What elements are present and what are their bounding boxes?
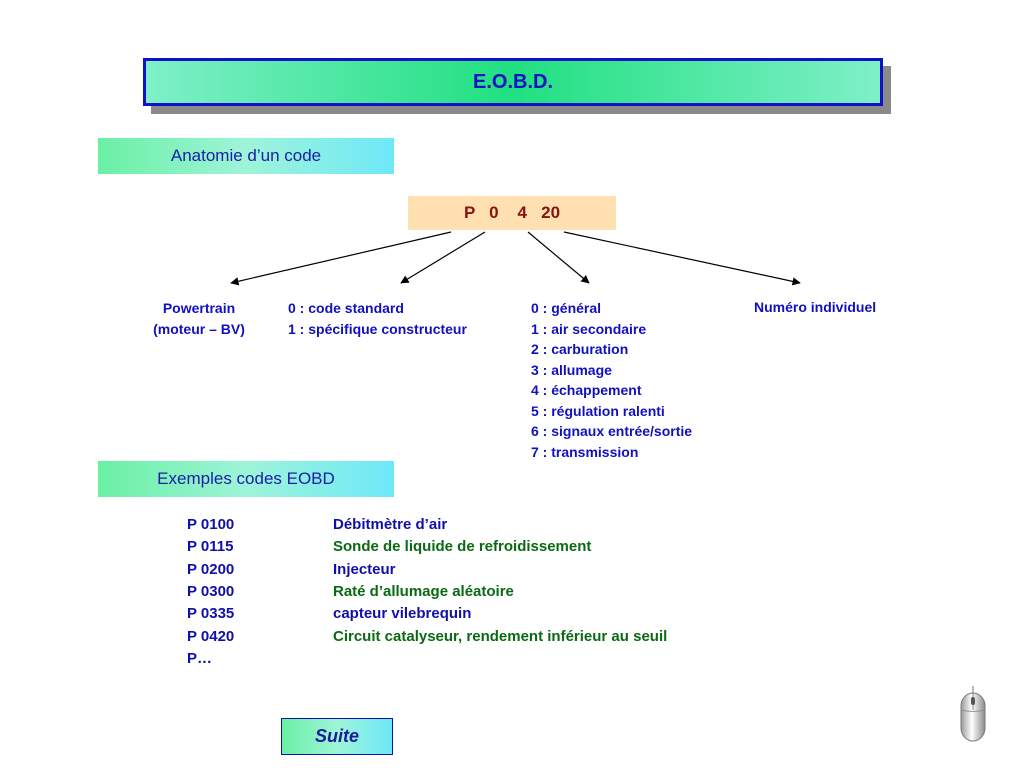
arrow-to-standard bbox=[400, 231, 486, 284]
example-row: P 0200 Injecteur bbox=[187, 559, 887, 581]
powertrain-label: Powertrain (moteur – BV) bbox=[140, 298, 258, 339]
subsystem-item: 6 : signaux entrée/sortie bbox=[531, 423, 693, 439]
section-anatomy-label: Anatomie d’un code bbox=[98, 138, 394, 174]
example-desc: Raté d’allumage aléatoire bbox=[333, 582, 514, 600]
standard-item: 1 : spécifique constructeur bbox=[288, 320, 467, 337]
subsystem-item: 1 : air secondaire bbox=[531, 320, 647, 337]
example-code: P 0335 bbox=[187, 605, 235, 623]
example-code: P… bbox=[187, 649, 213, 667]
example-row: P… bbox=[187, 648, 887, 670]
subsystem-item: 0 : général bbox=[531, 300, 602, 316]
subsystem-item: 3 : allumage bbox=[531, 361, 612, 378]
standard-item: 0 : code standard bbox=[288, 300, 404, 316]
example-code: P 0200 bbox=[187, 560, 235, 578]
arrow-to-subsystem bbox=[527, 231, 590, 284]
example-row: P 0335 capteur vilebrequin bbox=[187, 603, 887, 625]
subsystem-list: 0 : général 1 : air secondaire 2 : carbu… bbox=[531, 298, 692, 462]
example-row: P 0100 Débitmètre d’air bbox=[187, 514, 887, 536]
powertrain-line: (moteur – BV) bbox=[153, 320, 245, 337]
code-example-box: P 0 4 20 bbox=[408, 196, 616, 230]
example-code: P 0100 bbox=[187, 516, 235, 533]
example-code: P 0420 bbox=[187, 627, 235, 645]
subsystem-item: 5 : régulation ralenti bbox=[531, 402, 665, 419]
example-row: P 0420 Circuit catalyseur, rendement inf… bbox=[187, 626, 887, 648]
example-desc: Débitmètre d’air bbox=[333, 516, 448, 533]
example-row: P 0300 Raté d’allumage aléatoire bbox=[187, 581, 887, 603]
example-desc: capteur vilebrequin bbox=[333, 605, 472, 623]
subsystem-item: 4 : échappement bbox=[531, 382, 642, 398]
page-title: E.O.B.D. bbox=[472, 70, 553, 93]
example-row: P 0115 Sonde de liquide de refroidisseme… bbox=[187, 536, 887, 558]
mouse-icon[interactable] bbox=[958, 686, 988, 744]
subsystem-item: 7 : transmission bbox=[531, 443, 639, 460]
example-desc: Circuit catalyseur, rendement inférieur … bbox=[333, 627, 668, 645]
example-desc: Sonde de liquide de refroidissement bbox=[333, 538, 592, 556]
example-desc: Injecteur bbox=[333, 560, 396, 578]
example-code: P 0300 bbox=[187, 582, 235, 600]
individual-number-label: Numéro individuel bbox=[754, 299, 877, 315]
arrow-to-powertrain bbox=[230, 231, 452, 286]
section-examples-label: Exemples codes EOBD bbox=[98, 461, 394, 497]
standard-list: 0 : code standard 1 : spécifique constru… bbox=[288, 298, 467, 339]
arrow-to-individual bbox=[563, 231, 801, 286]
suite-button[interactable]: Suite bbox=[281, 718, 393, 755]
powertrain-line: Powertrain bbox=[162, 300, 236, 316]
subsystem-item: 2 : carburation bbox=[531, 341, 629, 357]
title-banner: E.O.B.D. bbox=[143, 58, 883, 106]
example-code: P 0115 bbox=[187, 538, 234, 556]
